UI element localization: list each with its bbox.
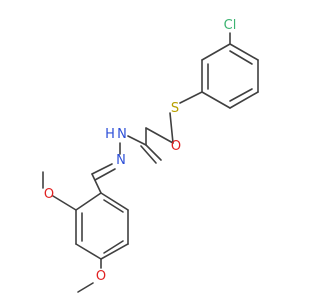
chlorine-label: Cl (224, 18, 237, 33)
bond-ring-omethoxy2 (52, 195, 77, 211)
methoxy5-oxygen-label: O (96, 269, 106, 284)
bond-carbonyl-nh (127, 135, 147, 146)
bond-imine-double-b (94, 168, 116, 181)
sulfur-label: S (171, 101, 179, 116)
amide-hydrogen-label: H (105, 127, 115, 142)
bond-ring-s (179, 91, 203, 104)
propanoyl-chain (140, 112, 174, 164)
molecule-structure: Cl S O N H N O O (42, 18, 259, 293)
carbonyl-oxygen-label: O (171, 139, 181, 154)
dimethoxyphenyl-ring (75, 192, 129, 260)
imine-nitrogen-label: N (116, 153, 126, 168)
bond-omethoxy5-ch3 (77, 282, 94, 293)
methoxy2-oxygen-label: O (44, 187, 54, 202)
amide-nitrogen-label: N (117, 127, 127, 142)
bond-imine-double-a (91, 163, 113, 175)
bond-ch-ring (91, 173, 102, 194)
chlorophenyl-ring (201, 43, 259, 109)
